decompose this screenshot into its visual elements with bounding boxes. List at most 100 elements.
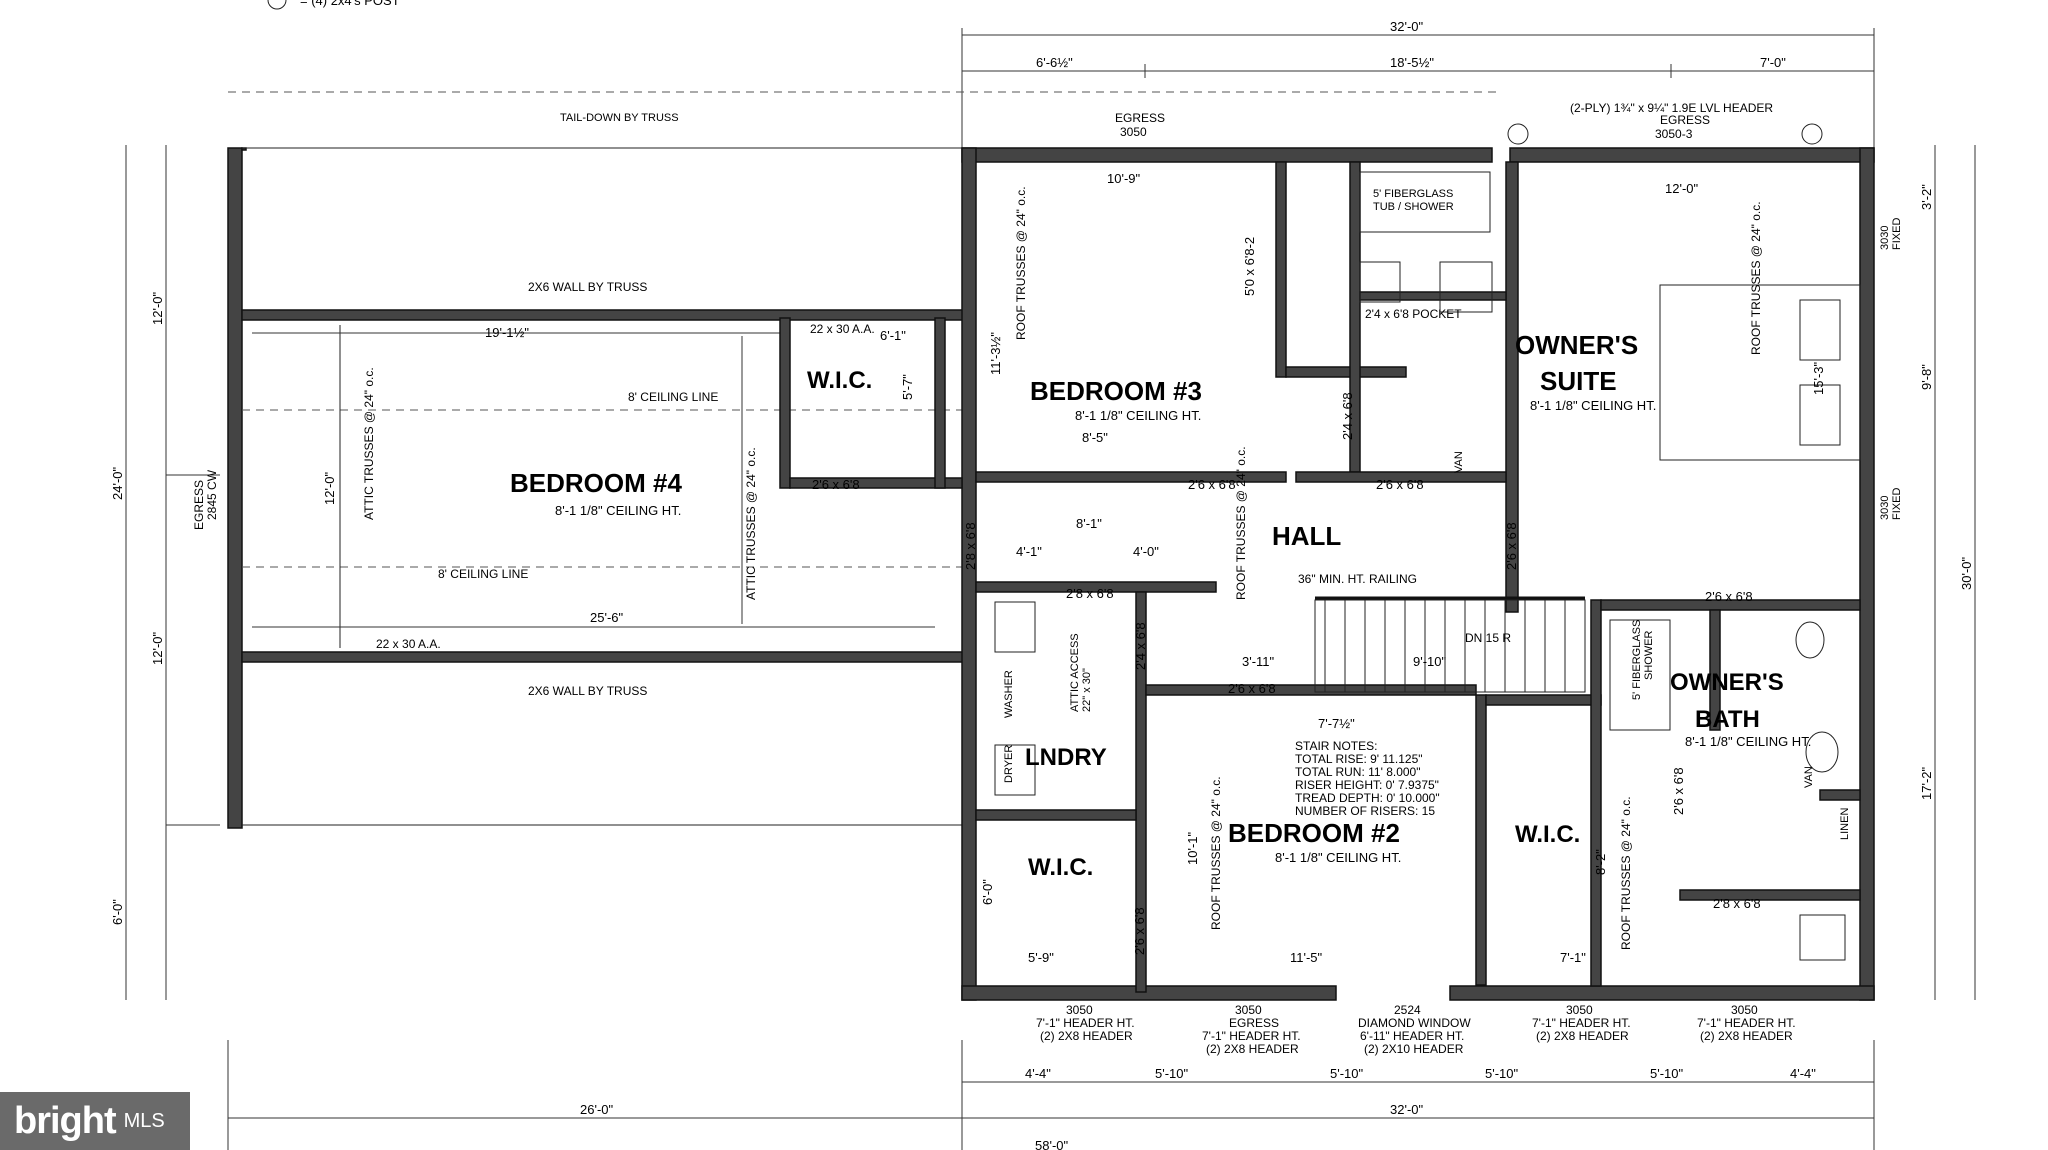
wica-dim-b: 5'-7" [900, 374, 915, 400]
fixtures [994, 171, 1846, 961]
bedroom3-label: BEDROOM #3 [1030, 376, 1202, 406]
bot-seg-3: 5'-10" [1330, 1066, 1364, 1081]
door-lndry: 2'8 x 6'8 [1066, 586, 1114, 601]
win3-l3: 6'-11" HEADER HT. [1360, 1029, 1464, 1043]
tub-note-2: TUB / SHOWER [1373, 201, 1454, 213]
wall-truss-bot: 2X6 WALL BY TRUSS [528, 684, 647, 698]
win2-l4: (2) 2X8 HEADER [1206, 1042, 1299, 1056]
wicc-width: 7'-1" [1560, 950, 1586, 965]
b2-width: 11'-5" [1290, 950, 1323, 965]
roof-truss-wic: ROOF TRUSSES @ 24" o.c. [1619, 796, 1633, 950]
wic-a-label: W.I.C. [807, 367, 872, 394]
egress-left-num: 2845 CW [205, 469, 219, 520]
stair-note-3: RISER HEIGHT: 0' 7.9375" [1295, 778, 1439, 792]
legend-text: = (4) 2x4's POST [300, 0, 400, 8]
post-markers [1507, 123, 1823, 145]
egress-right-num: 3050-3 [1655, 127, 1693, 141]
owners-bath-ceiling: 8'-1 1/8" CEILING HT. [1685, 734, 1811, 749]
stair-note-0: STAIR NOTES: [1295, 739, 1377, 753]
hall-dim-e: 9'-10" [1413, 654, 1447, 669]
bedroom4-label: BEDROOM #4 [510, 468, 682, 498]
win4-l1: 3050 [1566, 1003, 1593, 1017]
tail-down-note: TAIL-DOWN BY TRUSS [560, 112, 679, 124]
post-marker-a [1507, 123, 1529, 145]
dim-left-12b: 12'-0" [150, 631, 165, 665]
bot-seg-5: 5'-10" [1650, 1066, 1684, 1081]
interior-walls [779, 161, 1861, 993]
post-legend: = (4) 2x4's POST [267, 0, 400, 10]
win5-l1: 3050 [1731, 1003, 1758, 1017]
fixed-b-num: 3030 [1879, 496, 1891, 520]
dim-bottom-32: 32'-0" [1390, 1102, 1424, 1117]
bedroom4-ceiling: 8'-1 1/8" CEILING HT. [555, 503, 681, 518]
stair-notes: STAIR NOTES: TOTAL RISE: 9' 11.125" TOTA… [1295, 739, 1440, 818]
stair-note-4: TREAD DEPTH: 0' 10.000" [1295, 791, 1440, 805]
b4-width2: 25'-6" [590, 610, 624, 625]
b4-height: 12'-0" [322, 471, 337, 505]
stair-note-5: NUMBER OF RISERS: 15 [1295, 804, 1435, 818]
hall-dim-c: 4'-0" [1133, 544, 1159, 559]
win1-l2: 7'-1" HEADER HT. [1036, 1016, 1135, 1030]
egress-top-num: 3050 [1120, 125, 1147, 139]
owners-suite-label-1: OWNER'S [1515, 330, 1638, 360]
roof-truss-b2: ROOF TRUSSES @ 24" o.c. [1209, 776, 1223, 930]
wic-b-label: W.I.C. [1028, 854, 1093, 881]
win4-l2: 7'-1" HEADER HT. [1532, 1016, 1631, 1030]
egress-right: EGRESS [1660, 113, 1710, 127]
bedroom3-ceiling: 8'-1 1/8" CEILING HT. [1075, 408, 1201, 423]
bot-seg-1: 4'-4" [1025, 1066, 1051, 1081]
door-wicc: 2'6 x 6'8 [1671, 767, 1686, 815]
win3-l4: (2) 2X10 HEADER [1364, 1042, 1464, 1056]
shower-note-1: 5' FIBERGLASS [1631, 620, 1643, 700]
hall-dim-b: 4'-1" [1016, 544, 1042, 559]
win2-l1: 3050 [1235, 1003, 1262, 1017]
wicc-height: 8'-2" [1593, 849, 1608, 875]
hall-dim-d: 3'-11" [1242, 654, 1275, 669]
b3-width: 10'-9" [1107, 171, 1141, 186]
roof-truss-os: ROOF TRUSSES @ 24" o.c. [1749, 201, 1763, 355]
wicb-dim-a: 5'-9" [1028, 950, 1054, 965]
aa-top: 22 x 30 A.A. [810, 322, 875, 336]
win1-l1: 3050 [1066, 1003, 1093, 1017]
bedroom4-walls [227, 147, 973, 829]
bot-seg-6: 4'-4" [1790, 1066, 1816, 1081]
door-ob2: 2'8 x 6'8 [1713, 896, 1761, 911]
door-bath2: 2'4 x 6'8 [1340, 392, 1355, 440]
aa-bot: 22 x 30 A.A. [376, 637, 441, 651]
top-dimensions: 32'-0" 6'-6½" 18'-5½" 7'-0" TAIL-DOWN BY… [228, 19, 1875, 150]
dim-right-3-2: 3'-2" [1919, 184, 1934, 210]
attic-truss-b: ATTIC TRUSSES @ 24" o.c. [744, 447, 758, 600]
dim-bottom-26: 26'-0" [580, 1102, 614, 1117]
os-width: 12'-0" [1665, 181, 1699, 196]
door-b2: 2'6 x 6'8 [1228, 681, 1276, 696]
fixed-b-label: FIXED [1891, 488, 1903, 520]
stair-note-2: TOTAL RUN: 11' 8.000" [1295, 765, 1421, 779]
pocket-door: 2'4 x 6'8 POCKET [1365, 307, 1462, 321]
bedroom2-ceiling: 8'-1 1/8" CEILING HT. [1275, 850, 1401, 865]
dim-right-9-8: 9'-8" [1919, 364, 1934, 390]
win5-l2: 7'-1" HEADER HT. [1697, 1016, 1796, 1030]
bot-seg-2: 5'-10" [1155, 1066, 1189, 1081]
door-closet-b3: 5'0 x 6'8-2 [1242, 237, 1257, 296]
railing-note: 36" MIN. HT. RAILING [1298, 572, 1417, 586]
egress-left: EGRESS [192, 480, 206, 530]
ceiling-line-a: 8' CEILING LINE [628, 390, 718, 404]
stair-dn: DN 15 R [1465, 631, 1511, 645]
win3-l1: 2524 [1394, 1003, 1421, 1017]
egress-right-header: (2-PLY) 1¾" x 9¼" 1.9E LVL HEADER [1570, 101, 1773, 115]
wall-truss-top: 2X6 WALL BY TRUSS [528, 280, 647, 294]
win3-l2: DIAMOND WINDOW [1358, 1016, 1471, 1030]
wicb-dim-b: 6'-0" [980, 879, 995, 905]
egress-top: EGRESS [1115, 111, 1165, 125]
b4-width: 19'-1½" [485, 325, 529, 340]
dim-top-overall: 32'-0" [1390, 19, 1424, 34]
van-label-b: VAN [1803, 766, 1815, 788]
hall-dim-f: 7'-7½" [1318, 716, 1355, 731]
fixed-a-num: 3030 [1879, 226, 1891, 250]
owners-bath-label-2: BATH [1695, 706, 1760, 733]
left-dimensions: 24'-0" 12'-0" 12'-0" 6'-0" [110, 145, 220, 1000]
dim-top-c: 7'-0" [1760, 55, 1786, 70]
dim-bottom-58: 58'-0" [1035, 1138, 1069, 1150]
